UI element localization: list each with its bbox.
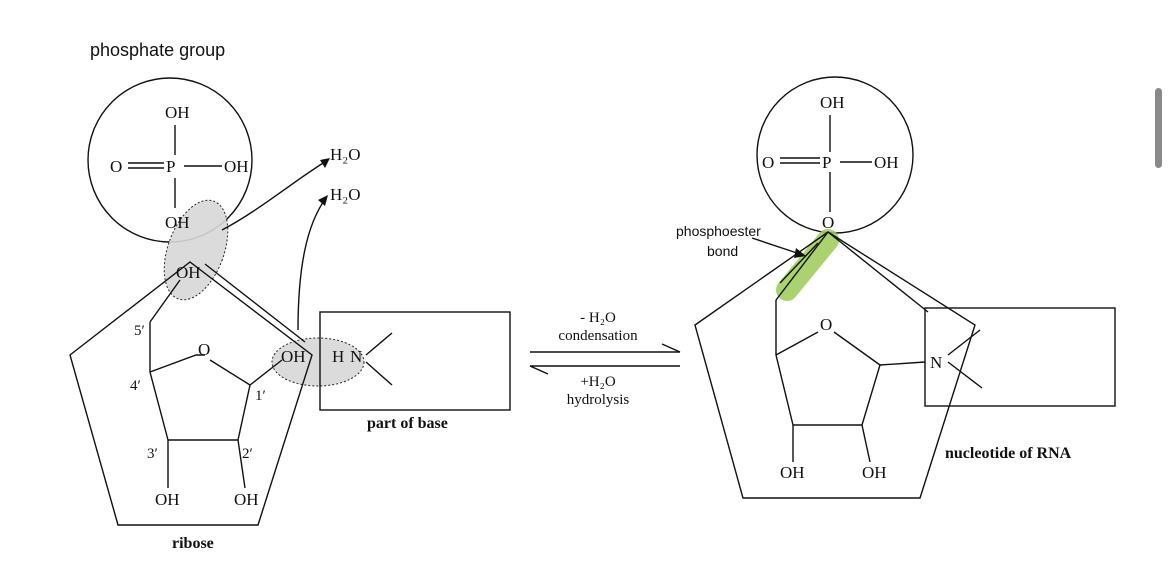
c1-oh-bond <box>249 359 283 386</box>
shaded-oh-region <box>163 199 229 301</box>
p-atom-right: P <box>822 153 831 172</box>
phosphoester-label-1: phosphoester <box>676 223 761 239</box>
water-arrow-1 <box>221 159 329 231</box>
o-to-base-line <box>827 231 929 313</box>
oh-right-right: OH <box>874 153 899 172</box>
oh-2: OH <box>234 490 259 509</box>
h2o-label-1: H₂O <box>330 145 360 164</box>
ring-bond-top-right <box>775 331 819 356</box>
oh-3-right: OH <box>780 463 805 482</box>
phosphoester-pointer <box>751 237 801 255</box>
base-bond-up-right <box>947 329 981 356</box>
base-box-right <box>924 307 1116 407</box>
o-c1-bond <box>209 359 251 386</box>
phosphoester-pointer-head <box>794 248 806 258</box>
water-arrowhead-2 <box>318 195 328 206</box>
oh-c1: OH <box>281 347 306 366</box>
oh-bottom: OH <box>165 213 190 232</box>
base-box <box>319 311 511 411</box>
reverse-bottom-label: hydrolysis <box>567 392 630 408</box>
n-base: N <box>350 347 362 366</box>
oh-sugar: OH <box>176 263 201 282</box>
phosphoester-highlight <box>776 229 839 301</box>
c2-c1-bond <box>237 384 251 441</box>
ring-o-right: O <box>820 315 832 334</box>
c5-label: 5′ <box>134 323 145 339</box>
p-atom: P <box>166 157 175 176</box>
c2-label: 2′ <box>242 446 253 462</box>
phosphoester-bond-line <box>779 242 819 284</box>
h-base: H <box>332 347 344 366</box>
o-c5-bond <box>775 231 829 301</box>
forward-bottom-label: condensation <box>558 328 638 344</box>
c1-label: 1′ <box>255 388 266 404</box>
oh-2-right: OH <box>862 463 887 482</box>
phosphate-group-label: phosphate group <box>90 40 225 60</box>
reverse-top-label: +H₂O <box>580 374 616 390</box>
scrollbar-thumb[interactable] <box>1155 88 1162 168</box>
pentagon-right <box>694 231 976 499</box>
ribose-pentagon <box>69 261 313 526</box>
water-arrowhead-1 <box>320 158 330 168</box>
n-base-right: N <box>930 353 942 372</box>
c4-c3-bond-right <box>775 354 794 426</box>
o-link: O <box>822 213 834 232</box>
o-double-right: O <box>762 153 774 172</box>
ring-bond-top <box>149 354 205 373</box>
base-bond-down-right <box>947 361 983 389</box>
c4-label: 4′ <box>130 378 141 394</box>
chain-bond-1 <box>149 279 181 323</box>
c1-n-bond-right <box>879 361 926 366</box>
shaded-oh-h-region <box>271 337 365 387</box>
part-of-base-label: part of base <box>367 415 448 432</box>
oh-top-right: OH <box>820 93 845 112</box>
h2o-label-2: H₂O <box>330 185 360 204</box>
base-bond-up <box>365 332 393 356</box>
ribose-label: ribose <box>172 535 214 552</box>
nucleotide-label: nucleotide of RNA <box>945 445 1072 462</box>
o-c1-bond-right <box>833 331 881 366</box>
c2-oh-bond-right <box>861 424 871 463</box>
reverse-arrow-barb <box>529 365 549 375</box>
o-double: O <box>110 157 122 176</box>
c2-c1-bond-right <box>861 364 881 426</box>
water-arrow-2 <box>297 197 327 331</box>
base-bond-down <box>365 361 393 386</box>
ring-o: O <box>198 340 210 359</box>
oh-top: OH <box>165 103 190 122</box>
oh-right: OH <box>224 157 249 176</box>
c4-c3-bond <box>149 371 169 441</box>
forward-arrow-barb <box>661 343 681 353</box>
c2-oh-bond <box>237 439 246 489</box>
phosphoester-label-2: bond <box>707 243 738 259</box>
oh-to-c1-line <box>204 263 306 343</box>
oh-3: OH <box>155 490 180 509</box>
forward-top-label: - H₂O <box>580 310 616 326</box>
c3-label: 3′ <box>147 446 158 462</box>
